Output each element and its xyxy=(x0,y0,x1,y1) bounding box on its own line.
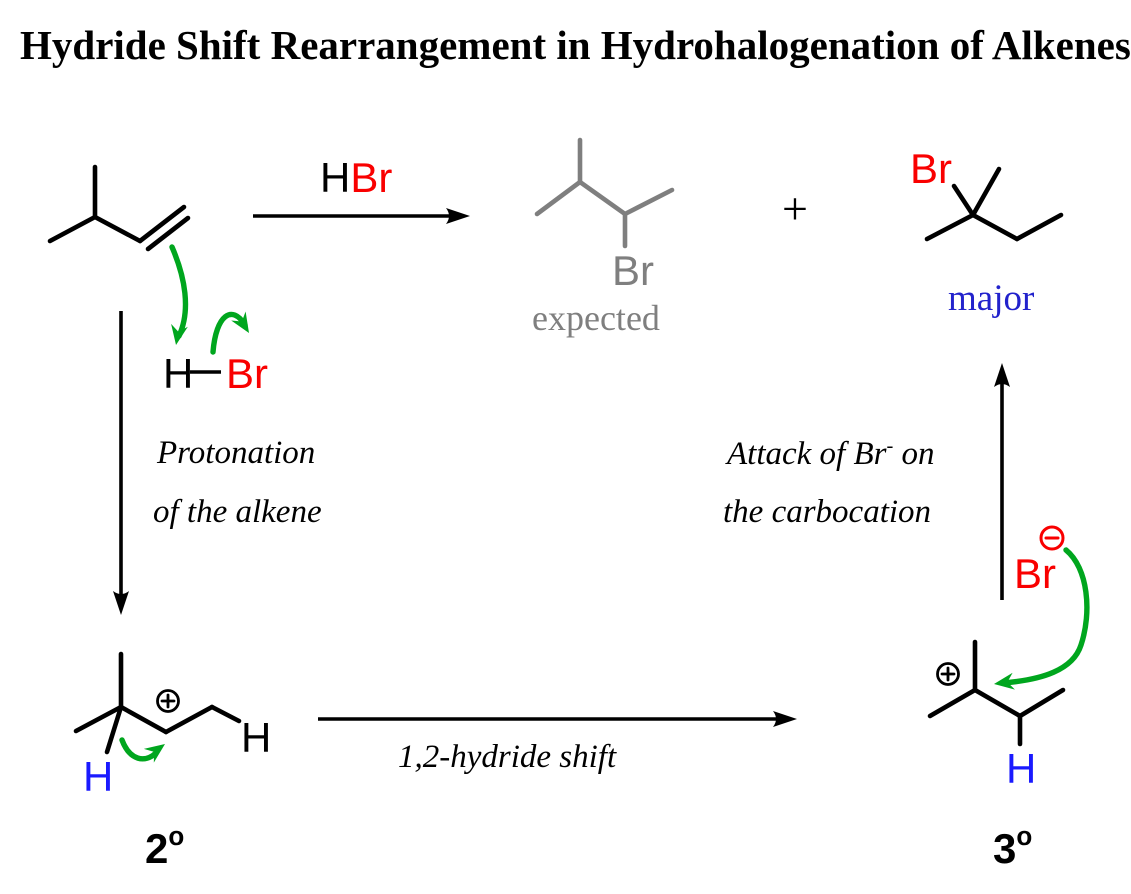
secondary-degree-label: 2o xyxy=(145,823,184,872)
curved-arrow-bromide-attack xyxy=(994,547,1090,690)
major-br-atom: Br xyxy=(910,145,952,192)
step3-label-line2: the carbocation xyxy=(723,494,932,530)
step3-minus-sup: - xyxy=(886,435,894,457)
hbr-h-atom: H xyxy=(163,350,194,397)
step3-text2: on xyxy=(901,436,935,472)
step1-label-line1: Protonation xyxy=(157,435,316,471)
attack-arrow xyxy=(994,363,1010,600)
step3-text: Attack of Br xyxy=(727,436,887,472)
curved-arrow-alkene-to-h xyxy=(169,244,189,345)
molecule-major xyxy=(924,166,1064,242)
bromide-br-atom: Br xyxy=(1014,550,1056,597)
reagent-br: Br xyxy=(350,154,393,201)
curved-arrow-hydride-shift xyxy=(119,737,165,763)
degree-sup: o xyxy=(1016,820,1033,851)
molecule-secondary-cation xyxy=(73,651,242,755)
degree-sup: o xyxy=(168,820,185,851)
molecule-expected xyxy=(534,137,675,249)
major-caption: major xyxy=(948,278,1035,319)
step2-label: 1,2-hydride shift xyxy=(398,739,617,775)
protonation-arrow xyxy=(113,311,129,615)
reagent-h: H xyxy=(320,154,351,201)
step3-label-line1: Attack of Br- on xyxy=(727,436,935,471)
tertiary-degree-label: 3o xyxy=(993,823,1032,872)
minus-charge-icon xyxy=(1039,525,1065,551)
step1-label-line2: of the alkene xyxy=(153,494,322,530)
tertiary-shifted-h: H xyxy=(1006,745,1037,792)
expected-br-atom: Br xyxy=(612,247,654,294)
plus-charge-icon xyxy=(936,662,960,686)
secondary-added-h: H xyxy=(241,714,272,761)
plus-sign: + xyxy=(782,183,808,234)
reaction-arrow-hbr xyxy=(253,208,470,224)
plus-charge-icon xyxy=(156,689,180,713)
degree-number: 3 xyxy=(993,825,1017,872)
degree-number: 2 xyxy=(145,825,169,872)
molecule-tertiary-cation xyxy=(927,639,1066,747)
diagram-title: Hydride Shift Rearrangement in Hydrohalo… xyxy=(20,22,1131,68)
secondary-migrating-h: H xyxy=(83,753,114,800)
hbr-br-atom: Br xyxy=(226,350,268,397)
reagent-hbr-label: HBr xyxy=(320,157,392,199)
curved-arrow-hbr-to-br xyxy=(210,311,249,355)
hydride-shift-arrow xyxy=(318,711,797,727)
expected-caption: expected xyxy=(532,298,660,338)
molecule-alkene xyxy=(47,164,191,252)
